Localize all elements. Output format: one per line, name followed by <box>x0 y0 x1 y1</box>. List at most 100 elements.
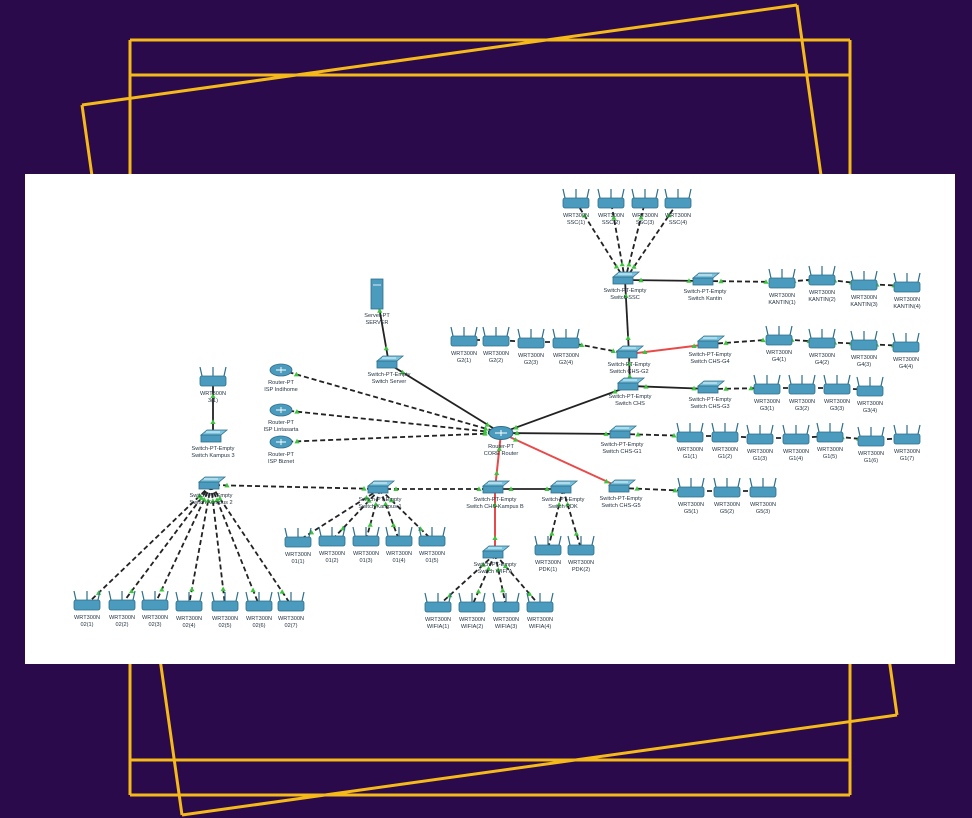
antenna-icon <box>792 268 796 279</box>
link-sw_kampus2-k2e <box>210 484 226 606</box>
antenna-icon <box>789 325 793 336</box>
device-label-line1: Switch-PT-Empty <box>359 497 402 503</box>
port-indicator <box>671 432 677 438</box>
device-label-line1: WRT300N <box>809 290 835 296</box>
core-router-label-line2: CORE Router <box>484 451 519 457</box>
device-label-line2: Switch Server <box>372 379 407 385</box>
port-indicator <box>611 215 617 220</box>
port-indicator <box>512 437 519 442</box>
antenna-icon <box>874 270 878 281</box>
wireless-router-icon <box>199 375 227 387</box>
port-indicator <box>556 501 562 507</box>
port-indicator <box>514 430 520 436</box>
antenna-icon <box>812 374 816 385</box>
port-indicator <box>382 501 389 506</box>
port-indicator <box>502 563 509 569</box>
link-sw_k1-k1e <box>379 488 433 541</box>
port-indicator <box>619 261 625 267</box>
port-indicator <box>666 212 672 218</box>
wireless-router-icon <box>893 433 921 445</box>
device-label-line2: Switch PDK <box>548 504 578 510</box>
device-label-line2: WIFIA(3) <box>495 624 518 630</box>
device-label-line2: ISP Lintasarta <box>263 427 299 433</box>
switch-top-icon <box>696 335 726 342</box>
antenna-icon <box>832 265 836 276</box>
port-indicator <box>626 361 632 366</box>
device-label-line2: Switch CHS <box>615 401 645 407</box>
switch-top-icon <box>199 429 229 436</box>
core-router[interactable]: Router-PT CORE Router <box>484 426 519 458</box>
switch-top-icon <box>197 476 227 483</box>
antenna-icon <box>892 332 896 343</box>
